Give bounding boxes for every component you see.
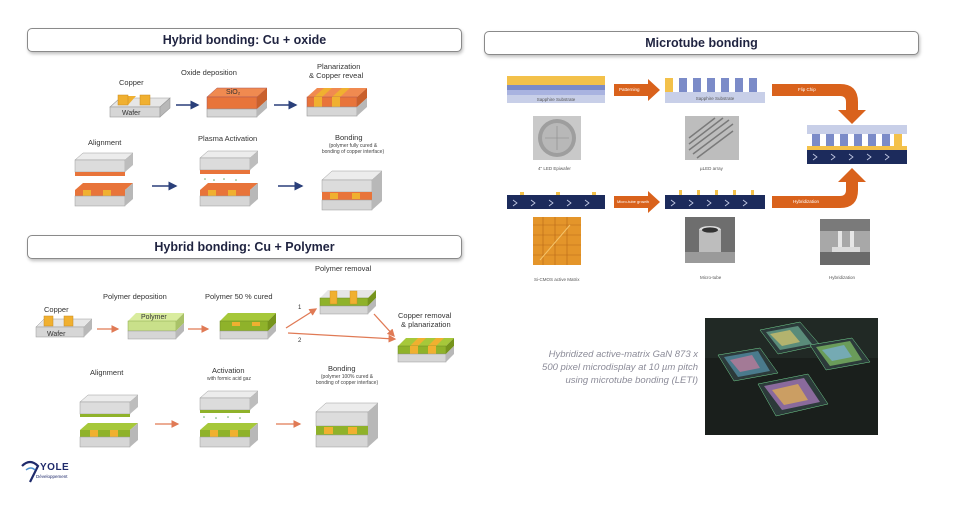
- polymer-removal-label: Polymer removal: [315, 264, 372, 273]
- photo-caption-line3: using microtube bonding (LETI): [565, 375, 698, 386]
- microdisplay-photo: [705, 318, 878, 435]
- oxide-planarized-block: [306, 88, 367, 117]
- arrow: [373, 313, 395, 337]
- microtube-caption: Micro-tube: [700, 275, 722, 280]
- polymer-activation-label: Activation: [212, 366, 245, 375]
- oxide-wafer-label: Wafer: [122, 110, 141, 117]
- flip-chip-label: Flip Chip: [798, 87, 816, 92]
- yole-logo-subtext: Développement: [36, 474, 68, 479]
- yole-logo-text: YOLE: [40, 462, 70, 473]
- oxide-copper-label: Copper: [119, 78, 144, 87]
- hybridization-arrow: [772, 168, 866, 208]
- polymer-deposition-label: Polymer deposition: [103, 292, 167, 301]
- copper-removal-label-line1: Copper removal: [398, 311, 452, 320]
- led-epiwafer-image: [533, 116, 581, 160]
- patterning-arrow: [614, 79, 660, 101]
- planarization-label-line1: Planarization: [317, 62, 361, 71]
- oxide-section-title: Hybrid bonding: Cu + oxide: [27, 28, 462, 52]
- active-matrix-caption: Si-CMOS active Matrix: [534, 277, 580, 282]
- polymer-removed-block: [319, 290, 376, 315]
- sapphire-label-2: Sapphire Substrate: [696, 96, 735, 101]
- uled-array-image: [685, 116, 739, 160]
- microtube-image: [685, 217, 735, 263]
- microtube-matrix-layers: [665, 190, 765, 209]
- led-epiwafer-caption: 4" LED Epiwafer: [538, 166, 571, 171]
- patterning-label: Patterning: [619, 87, 640, 92]
- oxide-alignment-stack: [74, 152, 134, 207]
- polymer-layer-label: Polymer: [141, 314, 167, 321]
- polymer-planarized-block: [397, 338, 454, 363]
- oxide-bonding-note-line1: (polymer fully cured &: [328, 143, 378, 149]
- uled-patterned-layers: [665, 78, 765, 103]
- oxide-sio2-block: [206, 87, 268, 118]
- polymer-activation-stack: [199, 390, 259, 448]
- polymer-wafer-with-copper: [35, 315, 93, 338]
- polymer-cured-label: Polymer 50 % cured: [205, 292, 273, 301]
- microtube-growth-label: Micro-tube growth: [617, 199, 650, 204]
- polymer-activation-note: with formic acid gaz: [207, 376, 251, 382]
- active-matrix-layers: [507, 192, 605, 209]
- active-matrix-image: [533, 217, 581, 265]
- hybridization-caption: Hybridization: [829, 275, 856, 280]
- arrow-path-2: [287, 332, 397, 343]
- yole-logo-mark: [21, 460, 40, 483]
- oxide-plasma-activation-stack: [199, 150, 259, 207]
- polymer-alignment-label: Alignment: [90, 368, 124, 377]
- flip-chip-arrow: [772, 84, 866, 124]
- sapphire-label-1: Sapphire Substrate: [537, 97, 576, 102]
- polymer-bonding-note-line2: bonding of copper interface): [315, 380, 379, 386]
- led-epiwafer-layers: [507, 76, 605, 103]
- microtube-growth-arrow: [614, 191, 660, 213]
- polymer-bonding-label: Bonding: [328, 364, 356, 373]
- oxide-wafer-with-copper: [109, 94, 171, 118]
- polymer-bonded-stack: [315, 402, 379, 448]
- path-1-label: 1: [298, 305, 302, 311]
- hybridization-arrow-label: Hybridization: [793, 199, 820, 204]
- photo-caption-line2: 500 pixel microdisplay at 10 µm pitch: [542, 362, 698, 373]
- path-2-label: 2: [298, 338, 302, 344]
- oxide-bonded-stack: [321, 170, 383, 211]
- polymer-wafer-label: Wafer: [47, 331, 66, 338]
- photo-caption-line1: Hybridized active-matrix GaN 873 x: [548, 349, 698, 360]
- plasma-activation-label: Plasma Activation: [198, 134, 258, 143]
- polymer-cured-block: [219, 313, 276, 340]
- oxide-bonding-label: Bonding: [335, 133, 363, 142]
- hybridized-stack: [807, 125, 907, 164]
- hybridization-image: [820, 219, 870, 265]
- copper-removal-label-line2: & planarization: [401, 320, 451, 329]
- microtube-section-title: Microtube bonding: [484, 31, 919, 55]
- polymer-bonding-note-line1: (polymer 100% cured &: [320, 374, 374, 380]
- polymer-copper-label: Copper: [44, 305, 69, 314]
- polymer-deposited-block: [127, 313, 184, 340]
- planarization-label-line2: & Copper reveal: [309, 71, 364, 80]
- oxide-deposition-label: Oxide deposition: [181, 68, 237, 77]
- oxide-bonding-note-line2: bonding of copper interface): [321, 149, 385, 155]
- oxide-alignment-label: Alignment: [88, 138, 122, 147]
- sio2-label: SiO₂: [226, 89, 241, 96]
- uled-array-caption: µLED array: [700, 166, 723, 171]
- polymer-section-title: Hybrid bonding: Cu + Polymer: [27, 235, 462, 259]
- arrow-path-1: [285, 308, 318, 329]
- polymer-alignment-stack: [79, 394, 139, 448]
